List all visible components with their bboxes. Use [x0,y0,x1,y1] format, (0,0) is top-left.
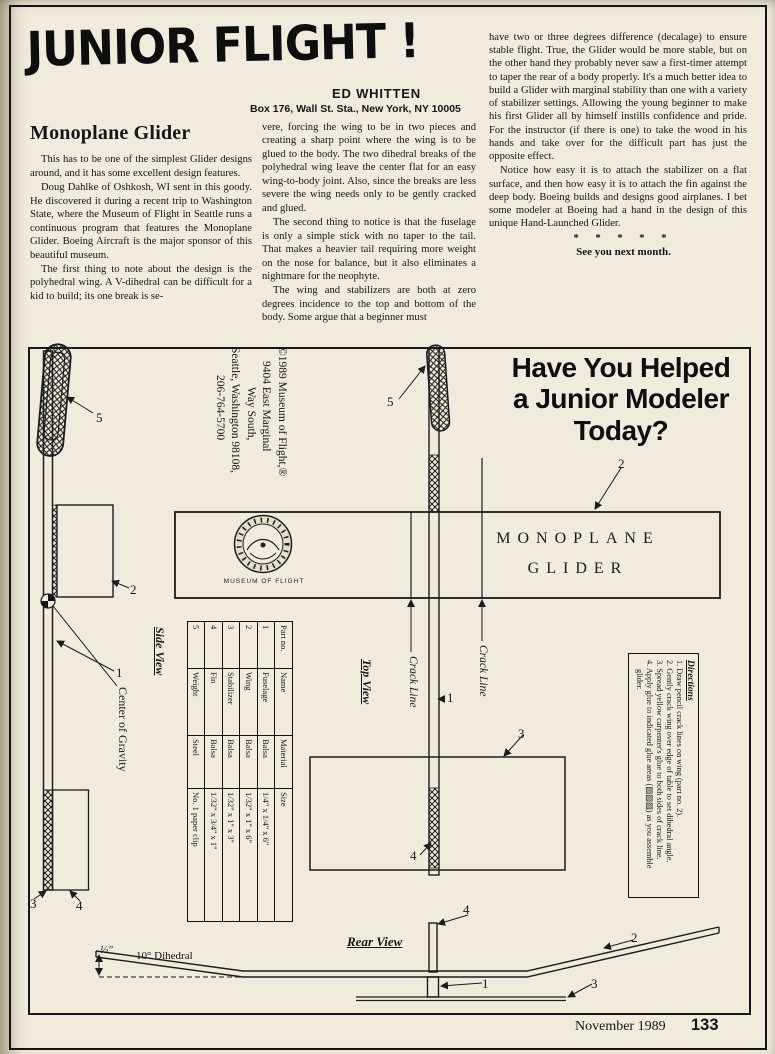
callout-label: 4 [410,848,417,863]
copyright-line: Way South, [244,387,257,441]
museum-logo-caption: MUSEUM OF FLIGHT [223,578,305,585]
article-paragraph: vere, forcing the wing to be in two piec… [262,122,476,214]
table-cell: Balsa [240,735,258,789]
table-cell: 1/4" x 1/4" x 6" [257,788,275,922]
table-cell: 1/32" x 3/4" x 1" [205,788,223,922]
center-of-gravity-icon [40,593,56,609]
article-heading: Monoplane Glider [30,122,191,144]
article-paragraph: This has to be one of the simplest Glide… [30,154,252,179]
copyright-line: 206-764-5700 [213,375,226,441]
callout-label: 1 [116,665,123,680]
table-cell: Stabilizer [222,668,240,736]
article-column-3: have two or three degrees difference (de… [489,31,747,260]
callout-label: 2 [631,930,638,945]
callout-label: 5 [96,410,103,425]
table-row: 3 Stabilizer Balsa 1/32" x 1" x 3" [222,621,240,922]
promo-headline: Have You Helped a Junior Modeler Today? [498,352,744,446]
plan-title: MONOPLANE GLIDER [492,524,664,583]
table-cell: 1/32" x 1" x 6" [240,788,258,922]
callout-label: 3 [518,726,525,741]
table-cell: Fin [205,668,223,736]
copyright-line: ©1989 Museum of Flight,® [276,347,288,477]
table-row: 5 Weight Steel No. 1 paper clip [187,621,205,922]
copyright-block: ©1989 Museum of Flight,® 9404 East Margi… [211,347,289,515]
promo-line: a Junior Modeler [512,383,730,415]
promo-line: Today? [573,414,669,446]
article-column-2: vere, forcing the wing to be in two piec… [262,121,476,325]
directions-item: 4. Apply glue to indicated glue areas (▨… [634,660,654,869]
table-header-cell: Name [275,668,293,736]
stars-divider: * * * * * [573,232,674,244]
table-header-cell: Size [275,788,293,922]
table-cell: Balsa [205,735,223,789]
dihedral-height-label: ½" [100,944,113,956]
table-cell: Balsa [222,735,240,789]
masthead-author: ED WHITTEN [332,86,421,101]
table-cell: 3 [222,621,240,669]
directions-box: Directions 1. Draw pencil crack lines on… [628,653,699,898]
table-header-cell: Part no. [275,621,293,669]
plan-title-line: GLIDER [527,559,629,577]
table-row: 4 Fin Balsa 1/32" x 3/4" x 1" [205,621,223,922]
center-of-gravity-label: Center of Gravity [116,687,130,772]
crack-line-label: Crack Line [477,645,489,697]
dihedral-angle-label: 10° Dihedral [136,950,193,962]
table-cell: No. 1 paper clip [187,788,205,922]
copyright-line: Seattle, Washington 98108, [229,347,242,473]
article-paragraph: The first thing to note about the design… [30,264,252,302]
top-view-label: Top View [360,659,374,705]
table-cell: 2 [240,621,258,669]
table-row: 1 Fuselage Balsa 1/4" x 1/4" x 6" [257,621,275,922]
callout-label: 5 [387,394,394,409]
article-paragraph: Notice how easy it is to attach the stab… [489,165,747,230]
table-cell: 1/32" x 1" x 3" [222,788,240,922]
article-column-1: Monoplane Glider This has to be one of t… [30,121,252,303]
callout-label: 2 [130,582,137,597]
plan-title-line: MONOPLANE [496,530,660,547]
copyright-line: 9404 East Marginal [260,361,273,452]
rear-view-label: Rear View [347,934,403,949]
table-row: 2 Wing Balsa 1/32" x 1" x 6" [240,621,258,922]
masthead-title: JUNIOR FLIGHT ! [26,13,420,78]
plan-border-box [28,347,751,1015]
table-cell: 4 [205,621,223,669]
footer-date: November 1989 [575,1019,666,1034]
table-cell: 1 [257,621,275,669]
parts-table: Part no. Name Material Size 1 Fuselage B… [187,621,293,922]
directions-title: Directions [685,660,695,701]
callout-label: 3 [591,976,598,991]
side-view-drawing [33,343,130,902]
side-view-label: Side View [153,627,167,676]
article-paragraph: The second thing to notice is that the f… [262,217,476,282]
table-header-cell: Material [275,735,293,789]
callout-label: 1 [447,690,454,705]
crack-line-label: Crack Line [407,656,419,708]
callout-label: 4 [76,898,83,913]
article-paragraph: Doug Dahlke of Oshkosh, WI sent in this … [30,182,252,261]
table-cell: Weight [187,668,205,736]
footer-page-number: 133 [691,1016,719,1034]
rear-view-drawing [95,914,720,1002]
article-paragraph: have two or three degrees difference (de… [489,32,747,163]
top-view-drawing [174,344,721,876]
masthead-address: Box 176, Wall St. Sta., New York, NY 100… [250,103,461,115]
callout-label: 2 [618,456,625,471]
directions-item: 1. Draw pencil crack lines on wing (part… [675,660,684,818]
table-cell: 5 [187,621,205,669]
table-cell: Balsa [257,735,275,789]
article-paragraph: The wing and stabilizers are both at zer… [262,285,476,324]
directions-item: 2. Gently crack wing over edge of table … [664,660,674,863]
table-cell: Fuselage [257,668,275,736]
promo-line: Have You Helped [511,352,731,383]
table-cell: Wing [240,668,258,736]
museum-logo-icon [233,514,293,574]
callout-label: 1 [482,976,489,991]
signoff-text: See you next month. [576,245,671,258]
directions-item: 3. Spread yellow carpenter's glue to bot… [654,660,664,860]
callout-label: 3 [30,896,37,911]
table-cell: Steel [187,735,205,789]
callout-label: 4 [463,902,470,917]
